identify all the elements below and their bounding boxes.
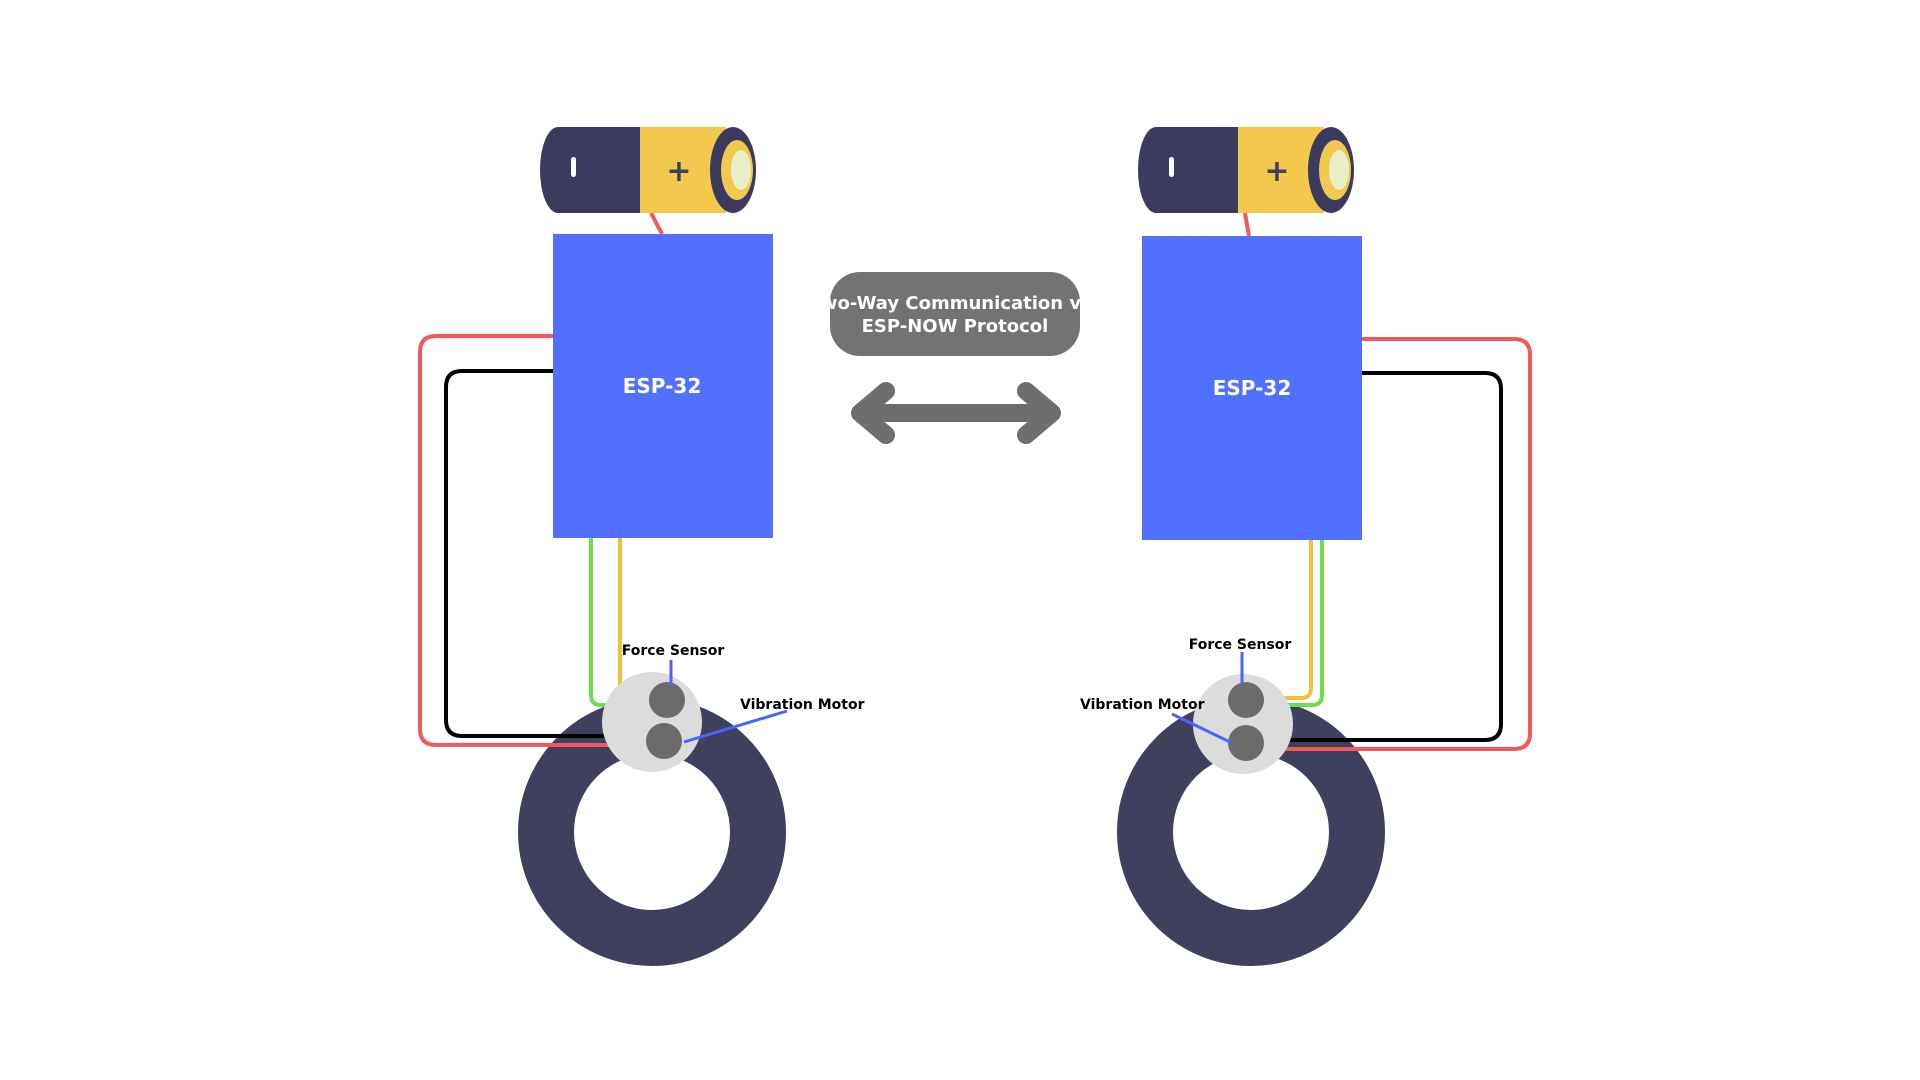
right-force-sensor-label: Force Sensor	[1189, 637, 1292, 653]
left-vibration-motor-label: Vibration Motor	[740, 697, 865, 713]
left-sensor-plate	[602, 672, 702, 772]
communication-label-line2: ESP-NOW Protocol	[862, 316, 1049, 337]
left-vibration-motor	[646, 723, 682, 759]
left-esp32-label: ESP-32	[623, 374, 702, 398]
left-power-wire	[418, 334, 647, 747]
left-battery-lead	[649, 212, 664, 235]
right-sensor-plate	[1193, 674, 1293, 774]
left-vibration-motor-pointer	[683, 709, 788, 744]
left-force-sensor	[649, 682, 685, 718]
right-esp32-label: ESP-32	[1213, 376, 1292, 400]
communication-label-line1: Two-Way Communication via	[811, 293, 1100, 314]
right-unit: Force Sensor Vibration Motor ESP-32 +	[1080, 127, 1532, 966]
right-ground-wire	[1264, 371, 1503, 742]
left-signal-wire-green	[589, 538, 650, 707]
right-force-sensor	[1228, 682, 1264, 718]
left-esp32-board	[553, 234, 773, 538]
left-ground-wire	[444, 369, 646, 738]
right-esp32-board	[1142, 236, 1362, 540]
left-force-sensor-label: Force Sensor	[622, 643, 725, 659]
communication-callout: Two-Way Communication via ESP-NOW Protoc…	[811, 272, 1100, 356]
right-signal-wire-yellow	[1266, 540, 1313, 700]
bidirectional-arrow-icon	[851, 382, 1061, 444]
right-battery-lead	[1243, 212, 1251, 237]
right-signal-wire-green	[1266, 540, 1324, 707]
svg-text:+: +	[1264, 154, 1289, 189]
right-power-wire	[1264, 337, 1532, 751]
right-vibration-motor	[1228, 725, 1264, 761]
right-battery-icon: +	[1138, 127, 1354, 213]
right-vibration-motor-pointer	[1171, 712, 1233, 745]
communication-box	[830, 272, 1080, 356]
left-unit: Force Sensor Vibration Motor ESP-32 +	[418, 127, 865, 966]
left-battery-icon: +	[540, 127, 756, 213]
svg-text:+: +	[666, 154, 691, 189]
right-vibration-motor-label: Vibration Motor	[1080, 697, 1205, 713]
